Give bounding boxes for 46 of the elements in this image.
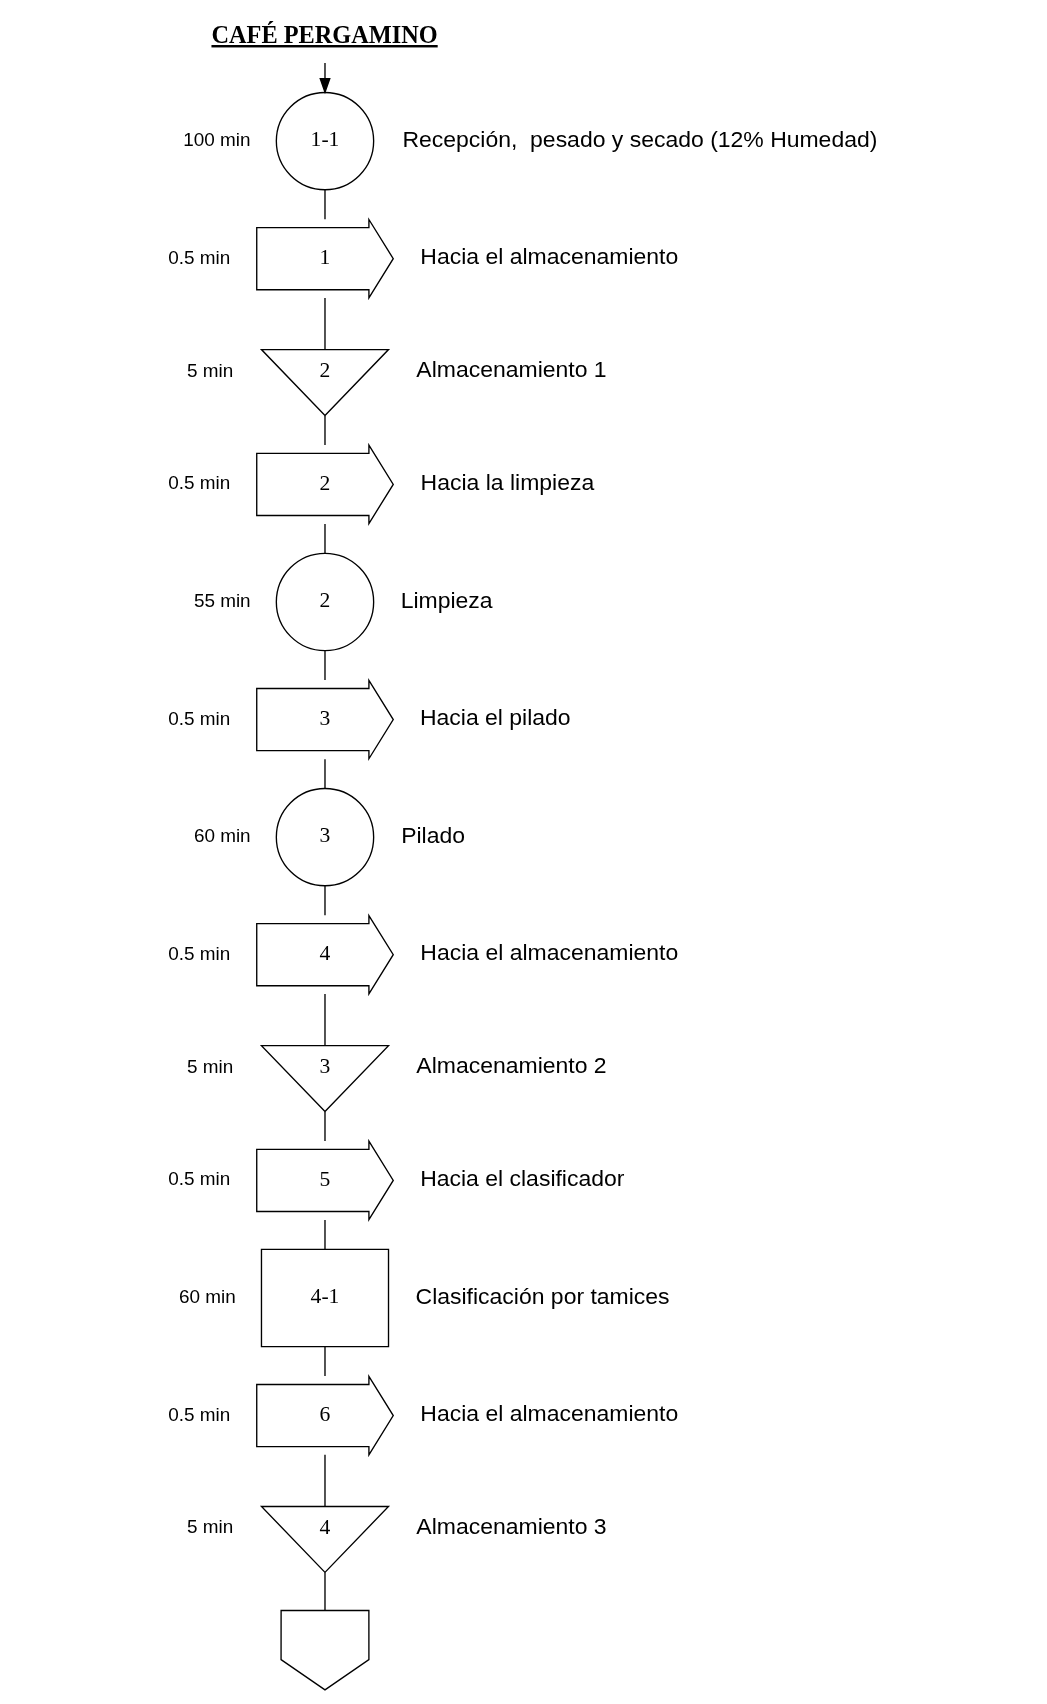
connector [323, 523, 326, 554]
node-label: Almacenamiento 3 [415, 1512, 607, 1539]
node-circle: 2 [275, 552, 374, 652]
node-label: 0.5 min [167, 472, 230, 494]
node-label: 0.5 min [167, 1403, 230, 1425]
node-label: 0.5 min [167, 707, 230, 729]
connector [323, 1111, 326, 1142]
connector [323, 1219, 326, 1250]
arrow [318, 62, 331, 95]
connector [323, 650, 326, 681]
node-label: 60 min [178, 1286, 236, 1307]
node-label: Pilado [400, 821, 465, 848]
node-box: 4-1 [260, 1248, 389, 1348]
node-label: 100 min [182, 129, 250, 151]
connector [323, 1454, 326, 1507]
node-label: 60 min [193, 825, 251, 847]
connector [323, 758, 326, 789]
node-pentagon [279, 1609, 370, 1691]
connector [323, 885, 326, 916]
node-label: 0.5 min [167, 1168, 230, 1190]
node-label: 5 min [186, 359, 233, 381]
node-label: Hacia el pilado [419, 704, 571, 731]
node-circle: 1-1 [275, 91, 374, 191]
node-label: Almacenamiento 1 [415, 356, 607, 383]
node-label: 5 min [186, 1055, 233, 1077]
node-label: Hacia la limpieza [420, 468, 594, 495]
node-label: 5 min [186, 1516, 233, 1538]
node-label: Recepción, pesado y secado (12% Humedad) [401, 125, 877, 152]
connector [323, 993, 326, 1046]
node-label: Almacenamiento 2 [415, 1052, 607, 1079]
node-label: Hacia el almacenamiento [419, 1400, 678, 1427]
connector [323, 1571, 326, 1612]
node-label: 55 min [193, 589, 251, 611]
node-label: Hacia el clasificador [419, 1164, 624, 1191]
connector [323, 1346, 326, 1377]
connector [323, 189, 326, 220]
connector [323, 297, 326, 350]
node-label: 0.5 min [167, 942, 230, 964]
node-label: 0.5 min [167, 246, 230, 268]
node-label: Limpieza [400, 586, 493, 613]
connector [323, 415, 326, 446]
node-label: Clasificación por tamices [415, 1282, 670, 1309]
node-label: Hacia el almacenamiento [419, 243, 678, 270]
node-circle: 3 [275, 787, 374, 887]
node-label: Hacia el almacenamiento [419, 939, 678, 966]
node-text: CAFÉ PERGAMINO [210, 20, 438, 48]
